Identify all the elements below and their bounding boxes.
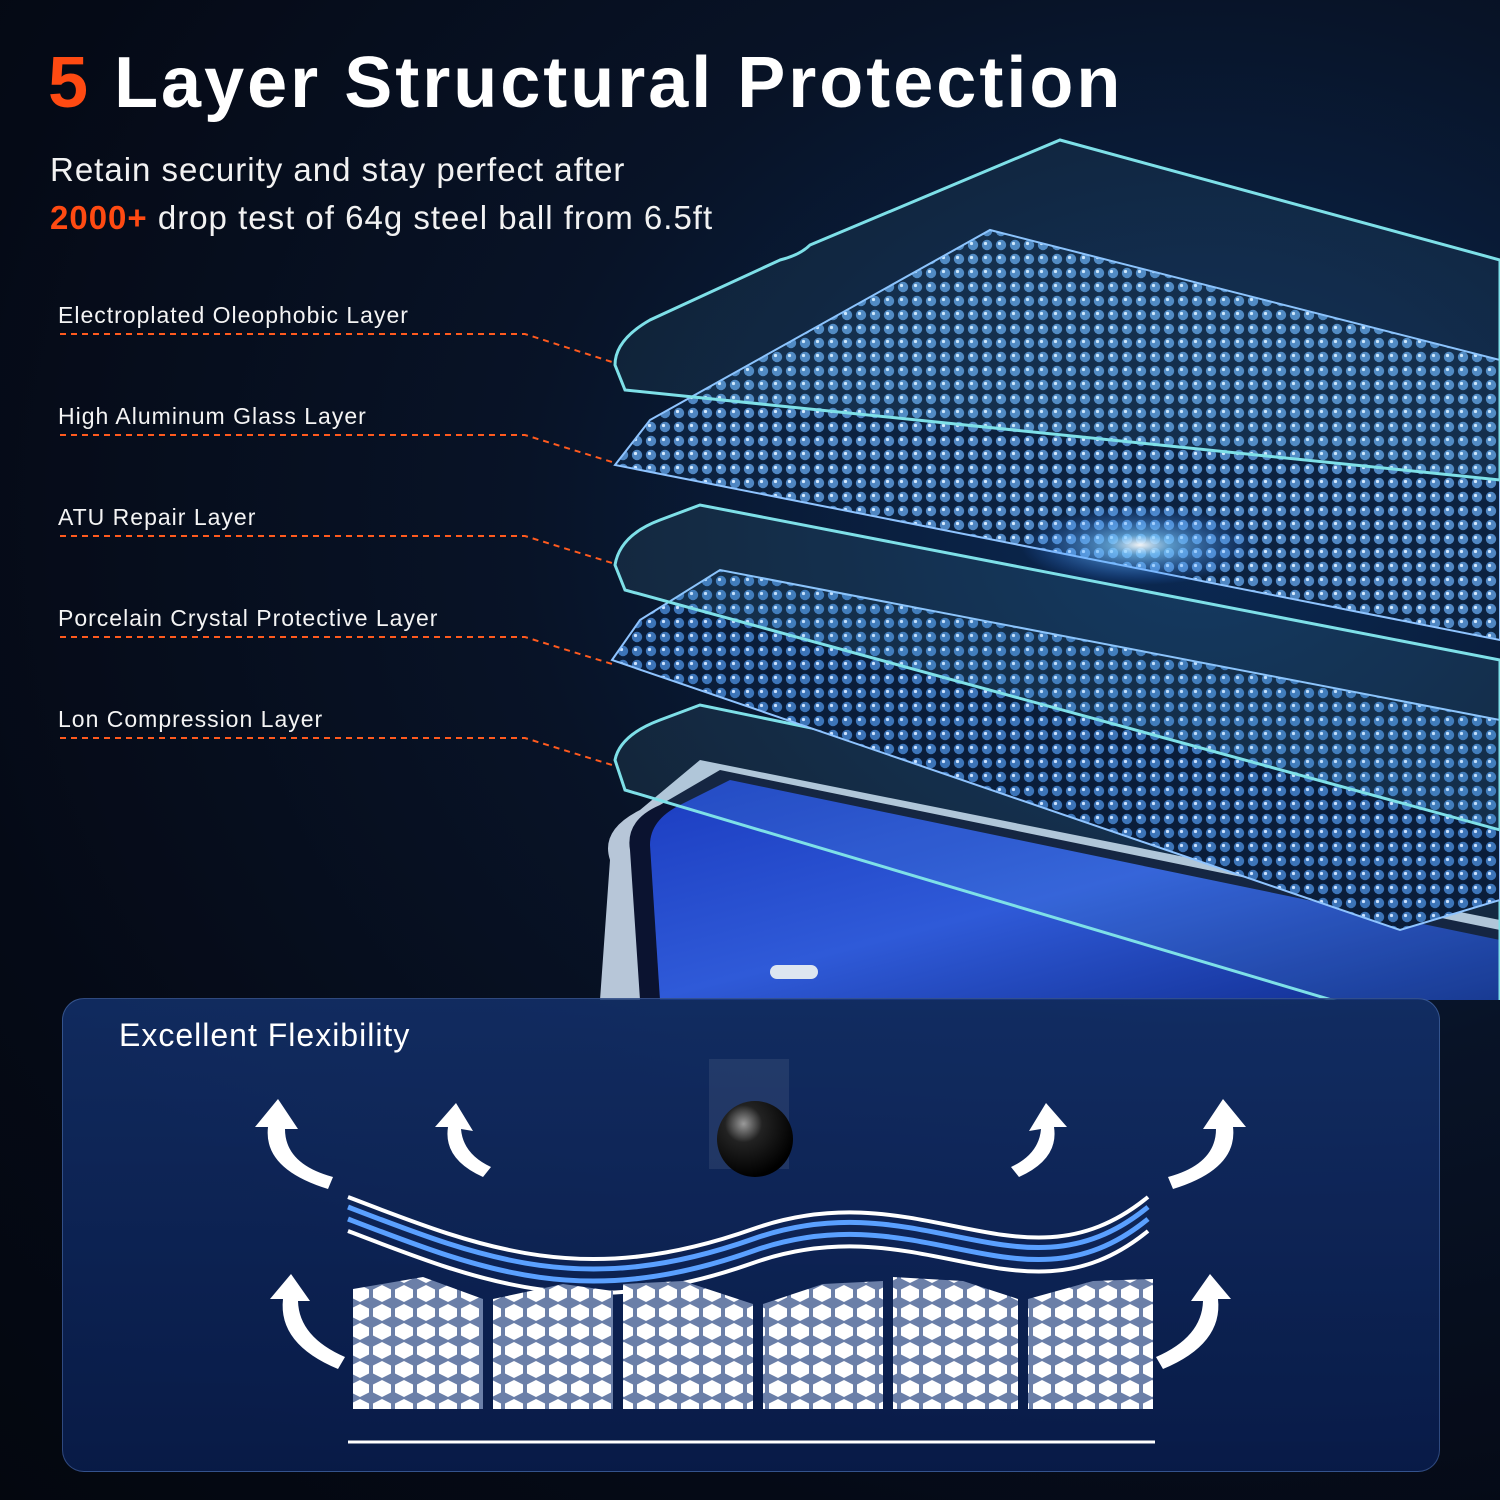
headline-number: 5 (48, 43, 92, 123)
honeycomb-block-icon (353, 1277, 483, 1409)
subtitle-line2-rest: drop test of 64g steel ball from 6.5ft (147, 199, 714, 236)
headline: 5 Layer Structural Protection (48, 42, 1123, 124)
flex-arrow-icon (1168, 1099, 1246, 1189)
flex-wave (347, 1195, 1150, 1295)
honeycomb-block-icon (1028, 1279, 1153, 1409)
headline-text: Layer Structural Protection (114, 43, 1124, 123)
subtitle-line2: 2000+ drop test of 64g steel ball from 6… (50, 194, 713, 242)
honeycomb-block-icon (623, 1281, 753, 1409)
layer-atu-repair (613, 503, 1500, 832)
steel-ball-icon (717, 1101, 793, 1177)
layer-label-4: Porcelain Crystal Protective Layer (58, 605, 439, 631)
honeycomb-block-icon (493, 1284, 613, 1409)
flexibility-panel: Excellent Flexibility (62, 998, 1440, 1472)
light-flare (1020, 505, 1260, 585)
layer-label-3: ATU Repair Layer (58, 504, 257, 530)
leader-lines (60, 333, 613, 766)
subtitle: Retain security and stay perfect after 2… (50, 146, 713, 242)
drop-count-highlight: 2000+ (50, 199, 148, 236)
subtitle-line1: Retain security and stay perfect after (50, 151, 626, 188)
honeycomb-blocks (353, 1277, 1153, 1409)
flex-arrow-icon (1011, 1103, 1067, 1177)
flex-arrows (255, 1099, 1246, 1369)
flex-arrow-icon (270, 1274, 345, 1369)
layer-oleophobic (613, 138, 1500, 482)
phone-illustration (600, 760, 1500, 1000)
layer-porcelain-crystal (610, 568, 1500, 932)
layer-label-1: Electroplated Oleophobic Layer (58, 302, 409, 328)
honeycomb-block-icon (763, 1281, 883, 1409)
flex-arrow-icon (435, 1103, 491, 1177)
flex-arrow-icon (1156, 1274, 1231, 1369)
flex-arrow-icon (255, 1099, 333, 1189)
layer-illustration (60, 138, 1500, 1000)
layer-label-5: Lon Compression Layer (58, 706, 324, 732)
flexibility-title: Excellent Flexibility (119, 1017, 411, 1053)
layer-label-2: High Aluminum Glass Layer (58, 403, 367, 429)
honeycomb-block-icon (893, 1277, 1018, 1409)
